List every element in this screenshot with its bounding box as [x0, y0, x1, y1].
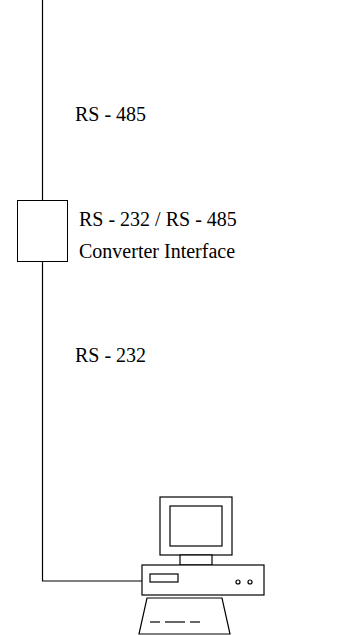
rs232-wire [43, 262, 151, 581]
converter-box: RS - 232 / RS - 485 Converter Interface [17, 200, 68, 262]
signal-name: RS - 485 [75, 102, 146, 126]
converter-label: RS - 232 / RS - 485 Converter Interface [79, 203, 269, 267]
signal-name: RS - 232 [75, 343, 146, 367]
rs485-wire [42, 0, 43, 200]
computer-icon [139, 497, 264, 634]
